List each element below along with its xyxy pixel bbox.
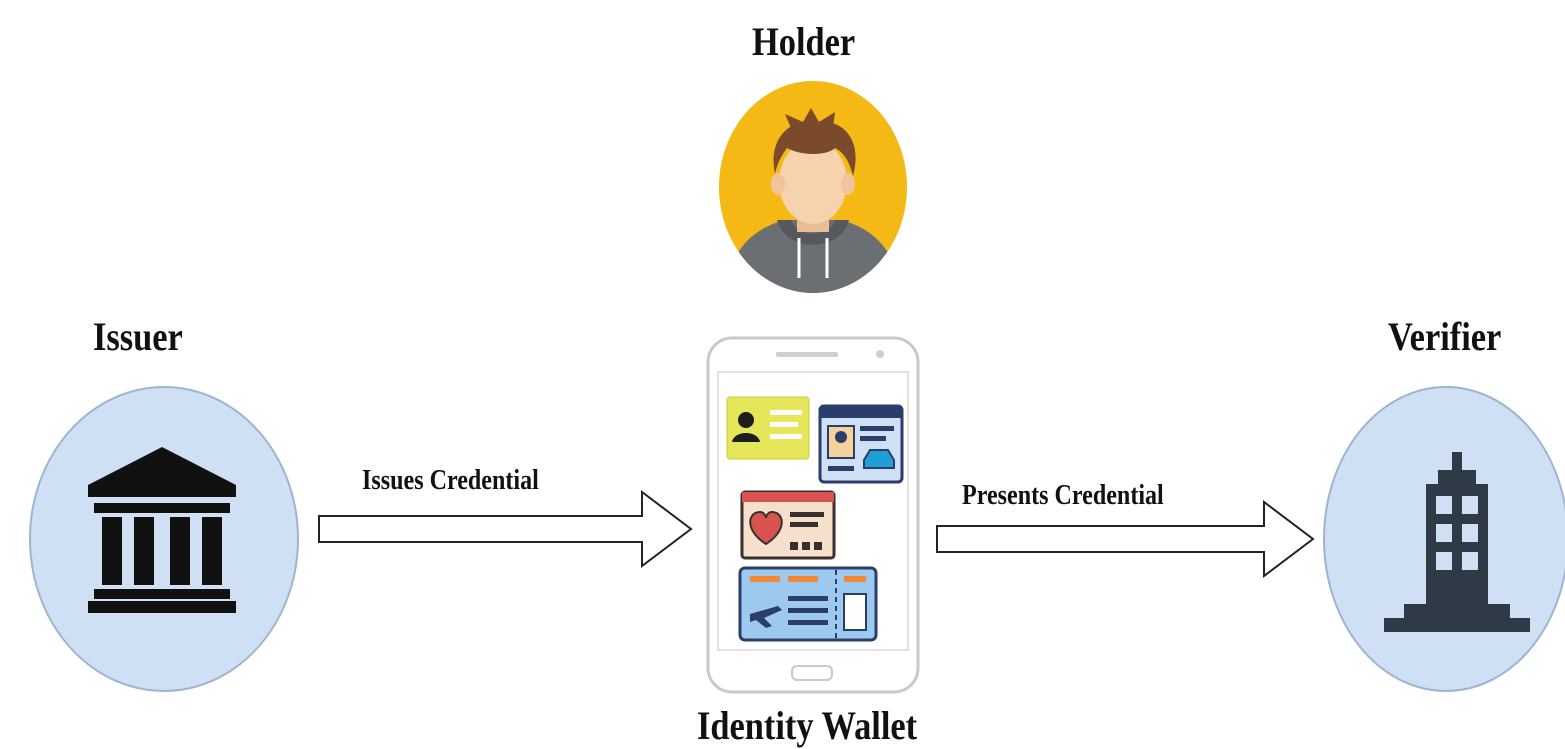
bank-building-icon [88,447,236,613]
presents-credential-arrow [936,499,1315,579]
driver-license-icon [818,404,904,484]
verifier-title: Verifier [1388,314,1502,359]
boarding-pass-icon [738,566,878,642]
issues-credential-arrow [318,489,693,569]
issuer-title: Issuer [93,314,183,359]
presents-credential-label: Presents Credential [962,480,1164,511]
issuer-circle [29,386,299,692]
office-tower-icon [1384,452,1530,632]
issues-credential-label: Issues Credential [362,465,539,496]
identity-wallet-title: Identity Wallet [697,703,918,748]
health-card-icon [740,490,836,560]
holder-avatar-icon [719,81,907,293]
id-card-icon [726,396,810,460]
holder-title: Holder [752,19,856,64]
